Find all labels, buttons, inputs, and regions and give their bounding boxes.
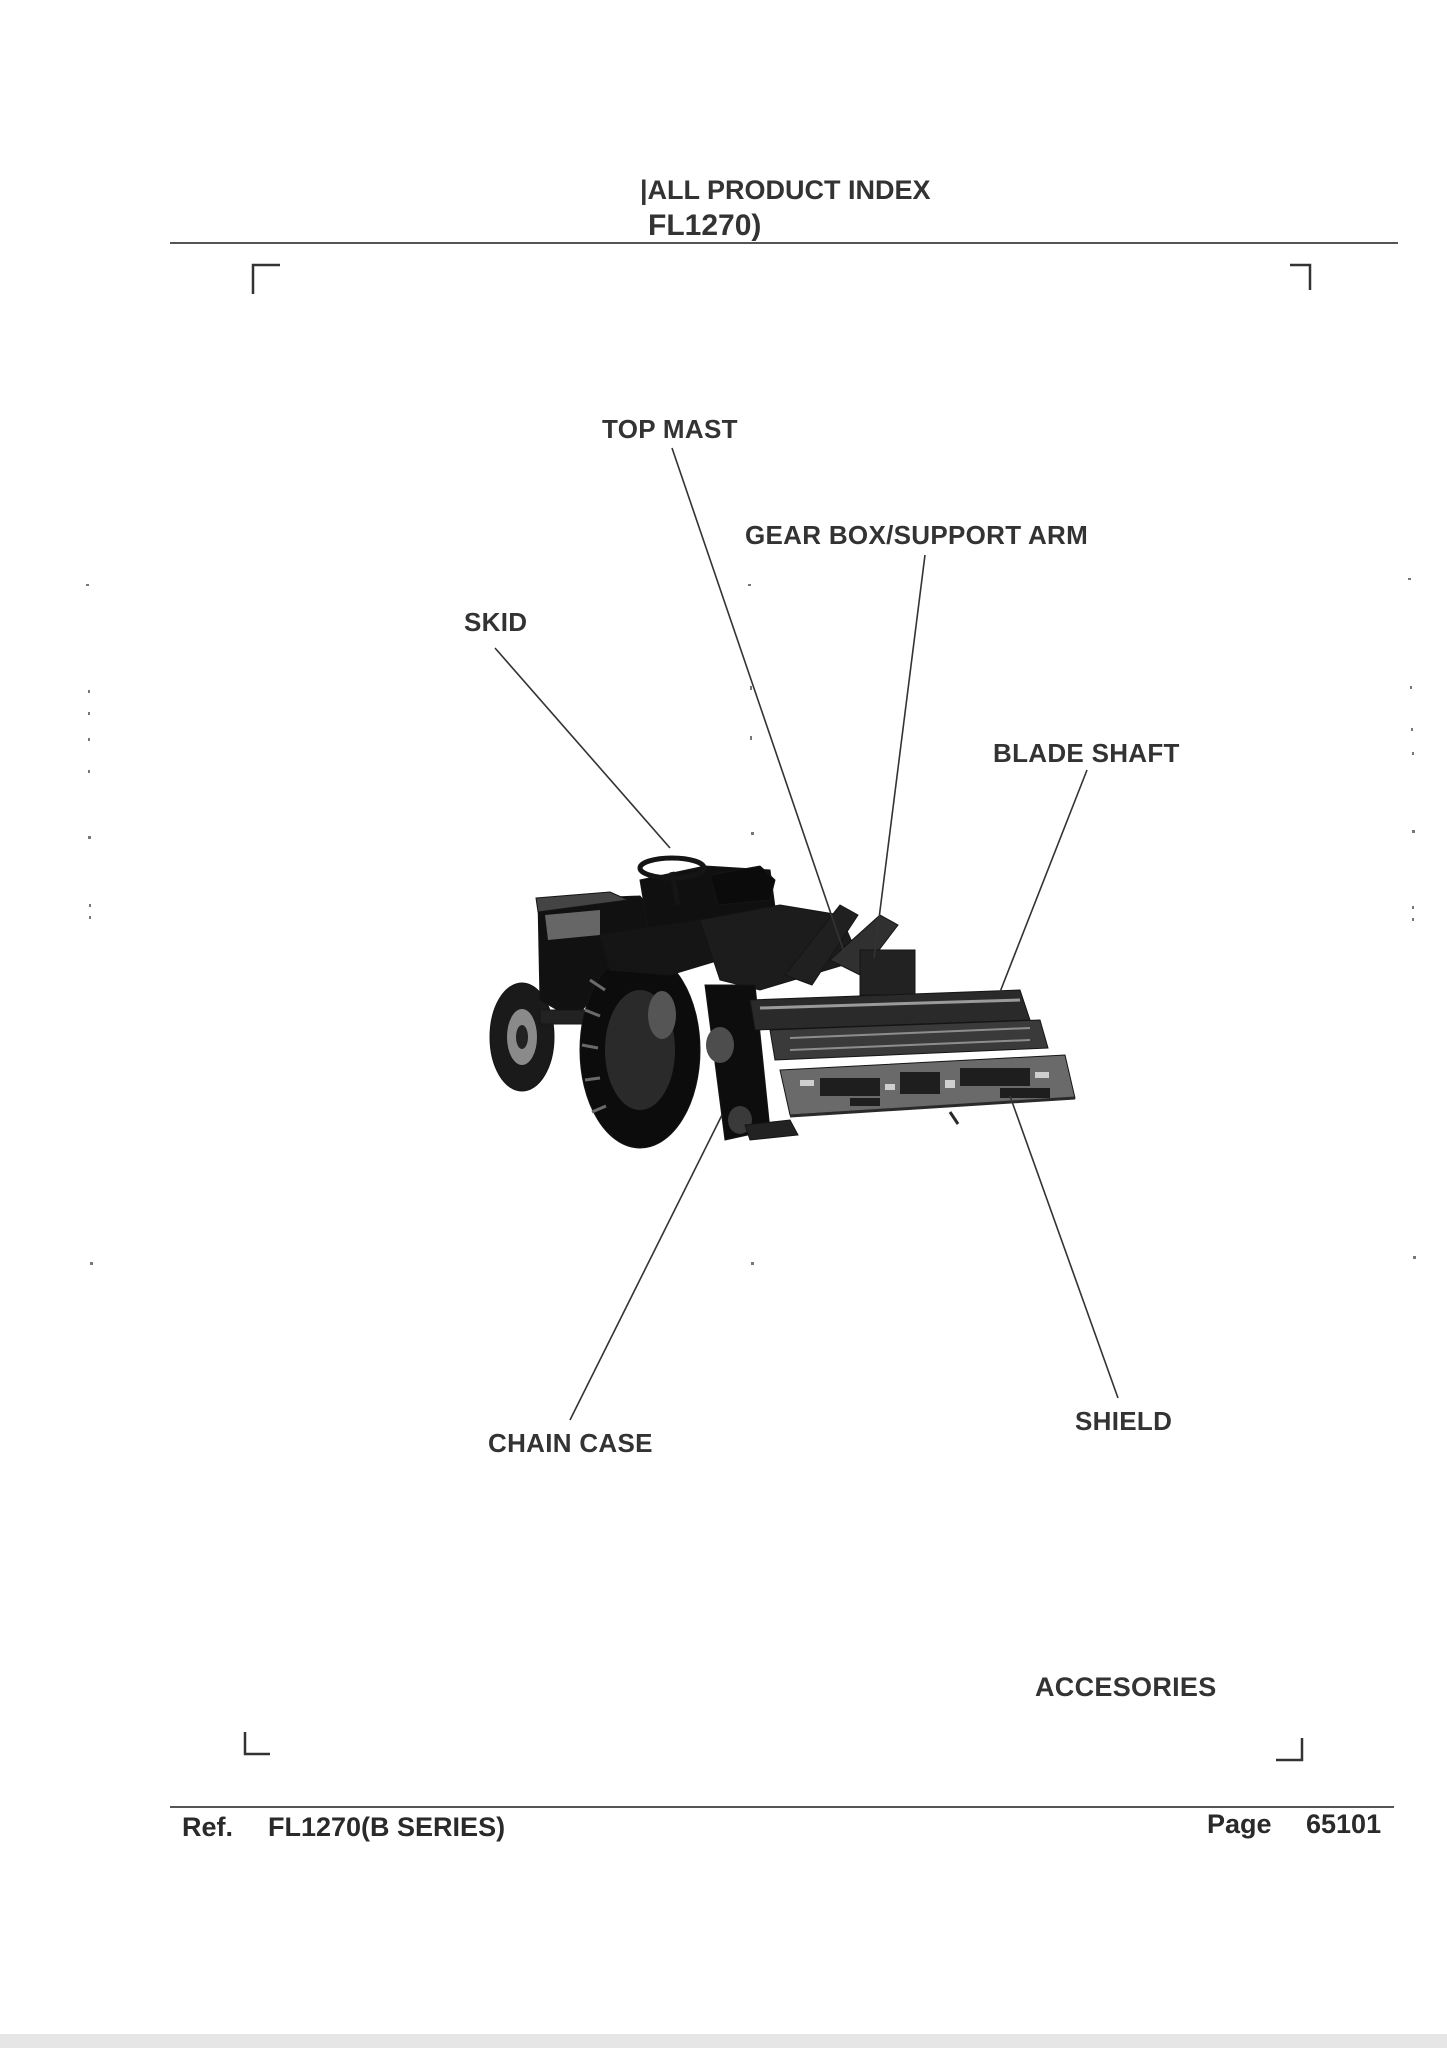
leader-chain-case	[569, 1114, 723, 1421]
section-label: ACCESORIES	[1035, 1672, 1217, 1702]
footer-rule	[170, 1806, 1394, 1808]
footer-ref-value: FL1270(B SERIES)	[268, 1812, 506, 1842]
callout-shield: SHIELD	[1075, 1406, 1173, 1436]
corner-mark-bottom-left	[243, 1732, 270, 1756]
scan-edge	[0, 2034, 1447, 2048]
scan-specks	[86, 578, 1416, 1265]
leader-skid	[494, 647, 671, 849]
callout-chain-case: CHAIN CASE	[488, 1428, 653, 1458]
leader-blade-shaft	[999, 769, 1088, 993]
leader-shield	[1009, 1095, 1119, 1399]
callout-skid: SKID	[464, 607, 528, 637]
callout-blade-shaft: BLADE SHAFT	[993, 738, 1180, 768]
callout-top-mast: TOP MAST	[602, 414, 738, 444]
leader-lines	[494, 447, 1119, 1421]
header-title: |ALL PRODUCT INDEX	[640, 175, 931, 205]
header-rule	[170, 242, 1398, 244]
corner-mark-bottom-right	[1276, 1738, 1304, 1762]
footer-page-value: 65101	[1306, 1809, 1382, 1839]
callout-gear-box-support-arm: GEAR BOX/SUPPORT ARM	[745, 520, 1089, 550]
tractor-illustration	[489, 855, 1076, 1149]
footer-page-label: Page	[1207, 1809, 1272, 1839]
corner-marks	[243, 263, 1312, 1762]
header-model: FL1270)	[648, 209, 762, 242]
leader-top-mast	[671, 447, 846, 956]
leader-gear-box	[873, 554, 926, 959]
footer-ref-label: Ref.	[182, 1812, 234, 1842]
corner-mark-top-left	[251, 263, 280, 294]
corner-mark-top-right	[1290, 263, 1312, 290]
